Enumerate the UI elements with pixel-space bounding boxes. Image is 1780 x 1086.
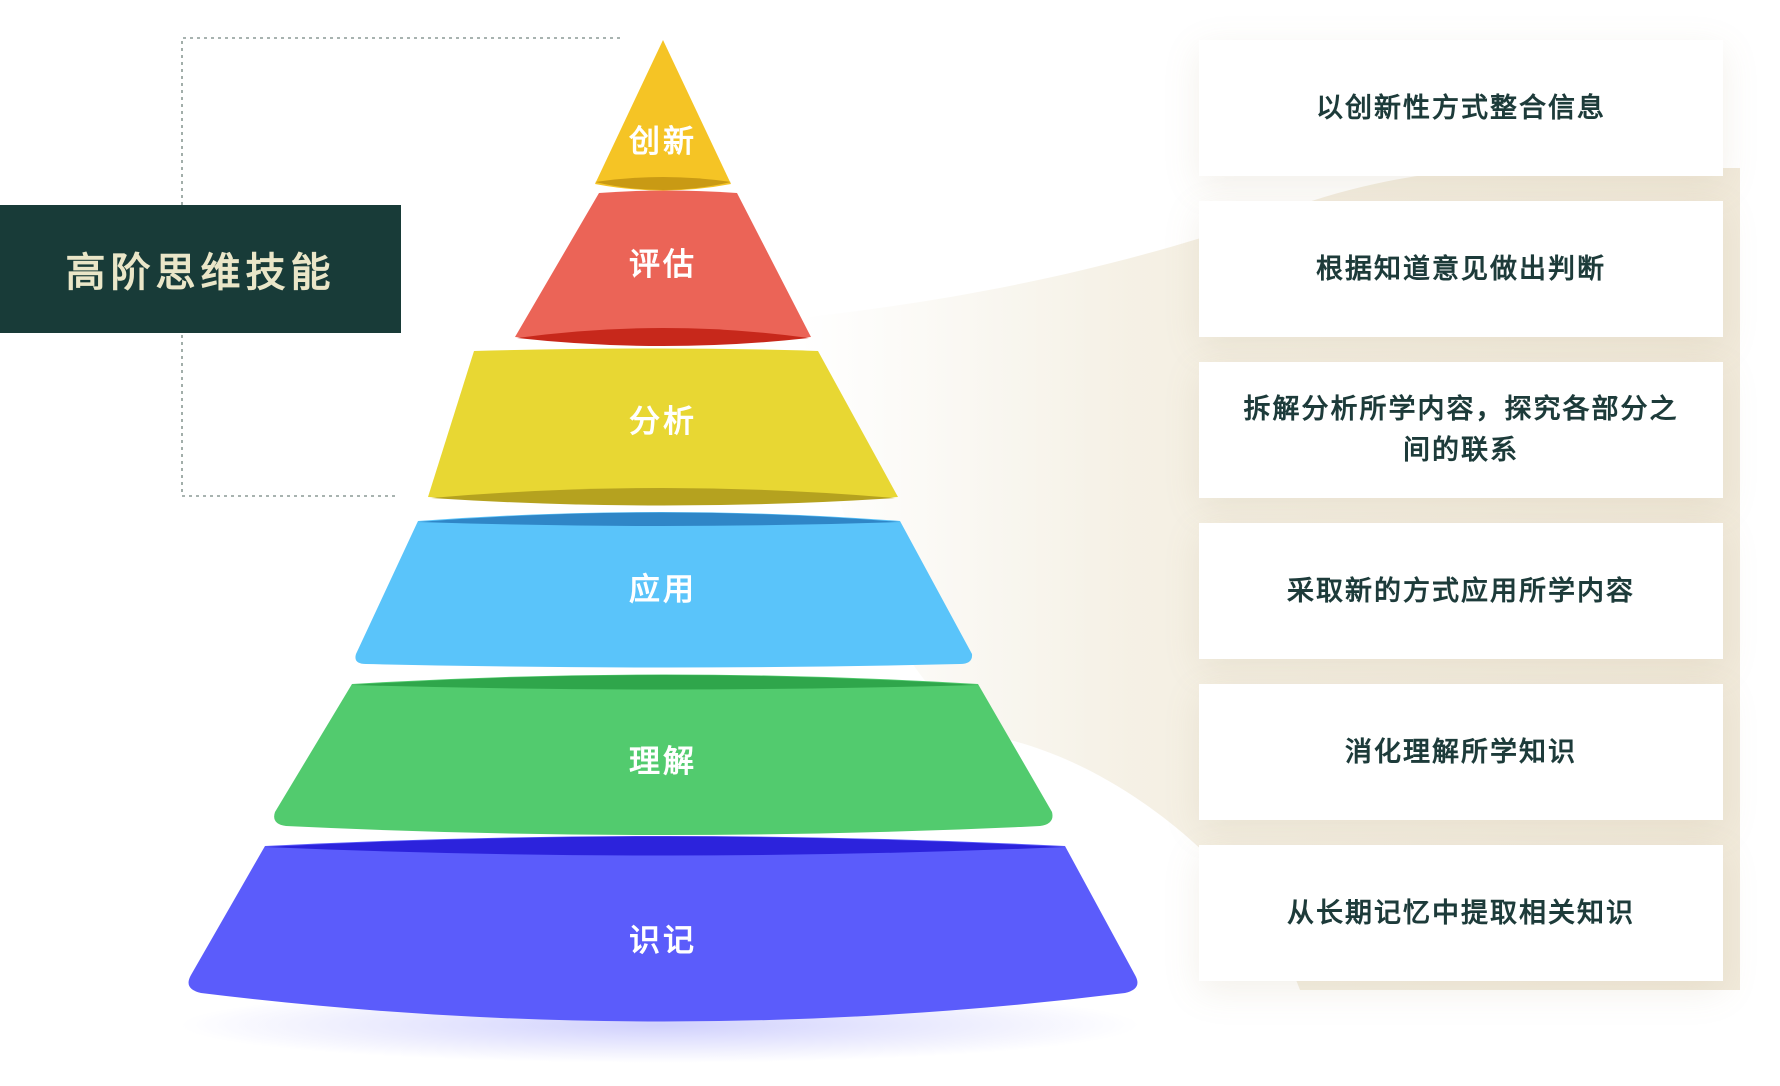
tier-analyze-shape xyxy=(428,348,898,505)
description-analyze: 拆解分析所学内容，探究各部分之间的联系 xyxy=(1199,362,1723,498)
tier-understand-label: 理解 xyxy=(629,744,697,780)
tier-remember-shape xyxy=(188,836,1138,1022)
diagram-title: 高阶思维技能 xyxy=(0,205,401,333)
tier-remember-label: 识记 xyxy=(629,923,697,959)
tier-understand-shape xyxy=(274,674,1053,835)
description-create: 以创新性方式整合信息 xyxy=(1199,40,1723,176)
description-understand: 消化理解所学知识 xyxy=(1199,684,1723,820)
tier-analyze-rim xyxy=(431,488,895,506)
tier-evaluate-rim xyxy=(517,328,809,346)
tier-understand-rim xyxy=(352,675,978,690)
tier-create: 创新 xyxy=(595,40,731,191)
description-evaluate: 根据知道意见做出判断 xyxy=(1199,201,1723,337)
tier-evaluate-label: 评估 xyxy=(629,247,697,283)
tier-create-shape xyxy=(595,40,731,191)
tier-remember-rim xyxy=(265,836,1065,856)
tier-analyze-label: 分析 xyxy=(629,404,697,440)
tier-apply-shape xyxy=(355,512,973,668)
tier-create-label: 创新 xyxy=(628,124,697,160)
tier-apply-label: 应用 xyxy=(629,572,697,608)
tier-create-rim xyxy=(595,177,731,190)
tier-apply-rim xyxy=(418,512,900,526)
tier-remember: 识记 xyxy=(188,836,1138,1022)
tier-understand: 理解 xyxy=(274,674,1053,835)
tier-analyze: 分析 xyxy=(428,348,898,506)
tier-apply: 应用 xyxy=(355,512,973,668)
description-remember: 从长期记忆中提取相关知识 xyxy=(1199,845,1723,981)
description-apply: 采取新的方式应用所学内容 xyxy=(1199,523,1723,659)
tier-evaluate: 评估 xyxy=(515,190,811,346)
tier-evaluate-shape xyxy=(515,190,811,345)
